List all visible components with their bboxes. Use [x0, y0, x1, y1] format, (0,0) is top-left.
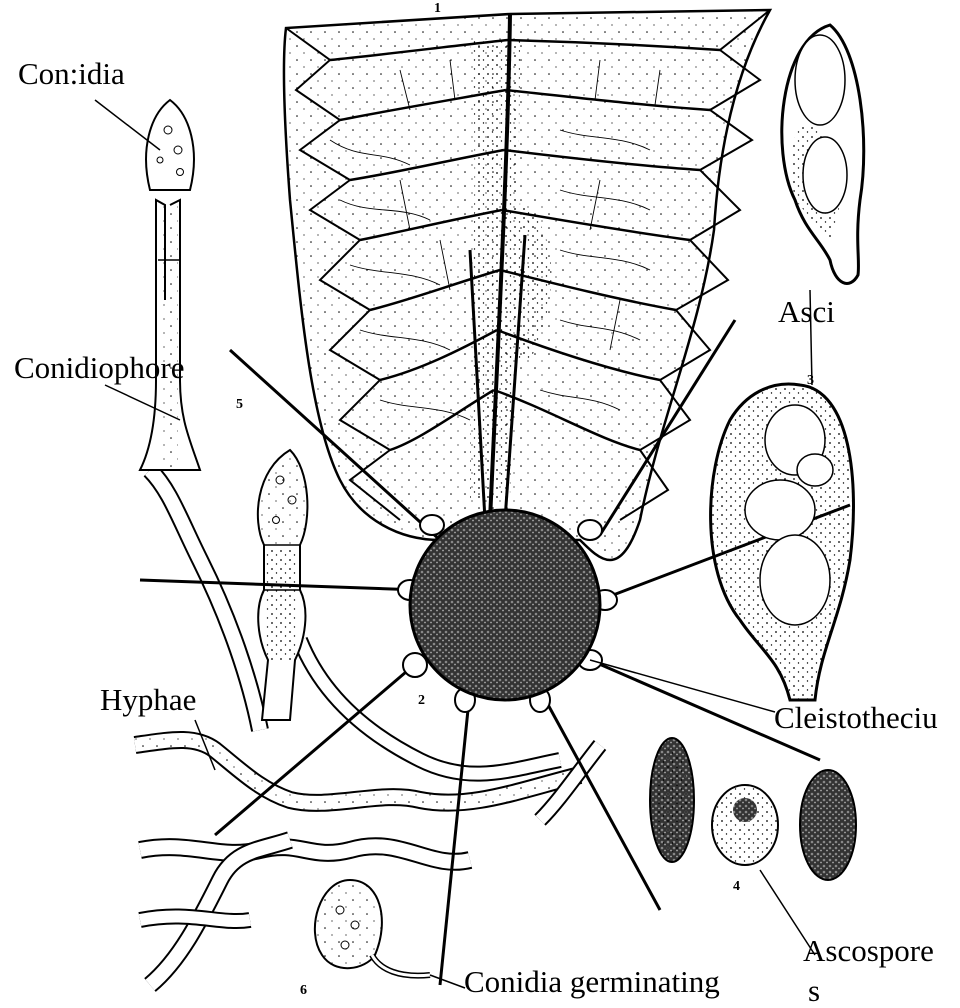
ascospores [650, 738, 856, 880]
label-ascospore: Ascospore [803, 935, 934, 966]
ascus-lower [711, 384, 854, 700]
label-conidia-germinating: Conidia germinating [464, 966, 720, 997]
label-conidiophore: Conidiophore [14, 352, 185, 383]
label-conidia: Con:idia [18, 58, 125, 89]
ascus-upper [782, 25, 864, 283]
germinating-conidium [315, 880, 430, 976]
figure-number-3: 3 [807, 374, 814, 388]
label-hyphae: Hyphae [100, 684, 196, 715]
conidiophore-left [140, 100, 200, 470]
leaf [284, 10, 770, 560]
label-ascospore-tail: s [808, 975, 820, 1006]
figure-number-6: 6 [300, 984, 307, 998]
label-asci: Asci [778, 296, 835, 327]
figure-number-4: 4 [733, 880, 740, 894]
figure-number-2: 2 [418, 694, 425, 708]
figure-number-1: 1 [434, 2, 441, 16]
figure-number-5: 5 [236, 398, 243, 412]
label-cleistothecium: Cleistotheciu [774, 702, 938, 733]
